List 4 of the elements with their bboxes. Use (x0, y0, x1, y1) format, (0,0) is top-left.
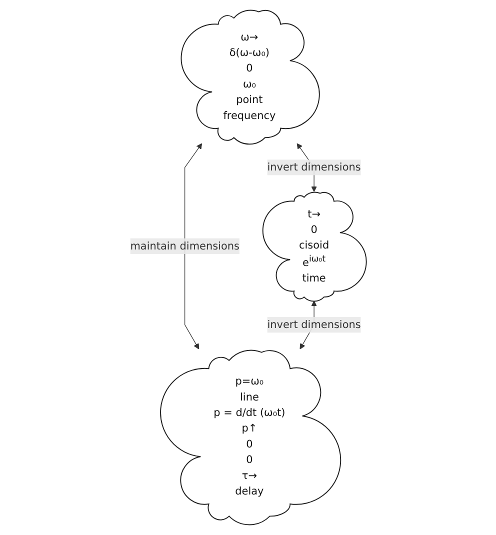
edge-label: invert dimensions (266, 160, 361, 174)
arrow (184, 143, 202, 350)
edge-label: maintain dimensions (130, 240, 240, 252)
edge-label: invert dimensions (266, 318, 361, 331)
